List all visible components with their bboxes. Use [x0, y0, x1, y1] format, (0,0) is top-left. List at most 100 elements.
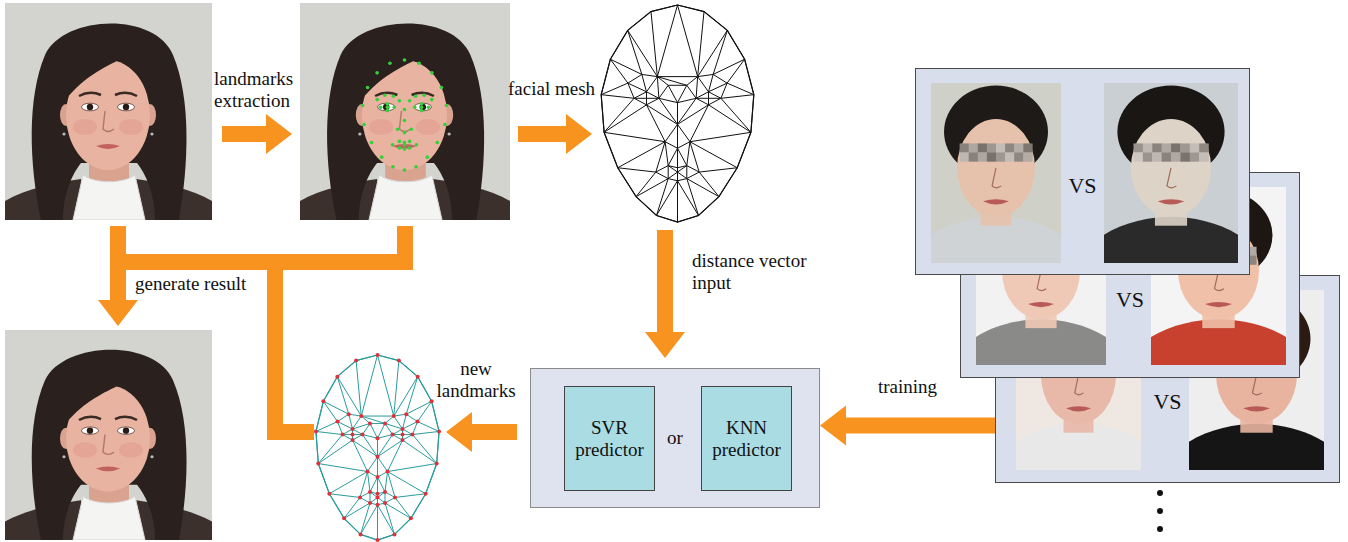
- eye: [82, 427, 99, 434]
- mosaic-cell: [1266, 350, 1276, 359]
- mosaic-cell: [1068, 247, 1077, 256]
- landmark-dot: [391, 433, 395, 437]
- mosaic-cell: [1023, 256, 1032, 265]
- predictor-box: KNN predictor: [701, 386, 792, 491]
- mosaic-cell: [969, 152, 978, 161]
- landmark-dot: [376, 436, 380, 440]
- hair: [327, 23, 484, 220]
- eye: [118, 427, 135, 434]
- landmark-dot: [361, 433, 365, 437]
- predictor-label: SVR predictor: [569, 417, 650, 461]
- mosaic-cell: [996, 143, 1005, 152]
- landmark-dot: [392, 414, 396, 418]
- photo-background: [5, 3, 212, 220]
- predictor-panel: orSVR predictorKNN predictor: [530, 368, 820, 508]
- landmark-dot: [383, 421, 387, 425]
- mosaic-cell: [1059, 247, 1068, 256]
- mosaic-cell: [1133, 143, 1143, 152]
- mosaic-cell: [987, 143, 996, 152]
- mosaic-cell: [1087, 359, 1096, 368]
- landmark-dot: [391, 143, 395, 147]
- mosaic-cell: [1238, 350, 1248, 359]
- mosaic-cell: [1181, 256, 1191, 265]
- mosaic-cell: [1209, 247, 1219, 256]
- mosaic-cell: [1285, 350, 1295, 359]
- mosaic-cell: [1200, 247, 1210, 256]
- mosaic-cell: [1014, 143, 1023, 152]
- landmark-dot: [316, 462, 320, 466]
- landmark-dot: [414, 95, 418, 99]
- landmark-dot: [398, 140, 402, 144]
- step-label: facial mesh: [508, 78, 608, 100]
- mosaic-cell: [1061, 350, 1070, 359]
- mosaic-cell: [1247, 359, 1257, 368]
- mosaic-cell: [1228, 256, 1238, 265]
- flow-arrow-head: [446, 412, 472, 452]
- landmark-dot: [420, 109, 424, 113]
- predictor-box: SVR predictor: [564, 386, 655, 491]
- mouth: [983, 199, 1009, 204]
- landmark-dot: [383, 501, 387, 505]
- nose: [1214, 271, 1223, 291]
- step-label: landmarks extraction: [214, 68, 304, 112]
- mosaic-cell: [1209, 256, 1219, 265]
- landmark-dot: [321, 399, 325, 403]
- label-slot: landmarks extraction: [214, 68, 304, 112]
- mouth: [1028, 302, 1054, 307]
- mosaic-cell: [1023, 152, 1032, 161]
- mosaic-cell: [1143, 152, 1153, 161]
- label-slot: facial mesh: [508, 78, 608, 100]
- mouth: [1158, 199, 1185, 204]
- landmark-dot: [379, 106, 383, 110]
- landmark-dot: [383, 490, 387, 494]
- mosaic-cell: [1023, 143, 1032, 152]
- fringe: [358, 33, 453, 105]
- iris: [87, 428, 93, 434]
- eyebrow: [115, 93, 137, 96]
- mosaic-cell: [1180, 152, 1190, 161]
- nose: [103, 111, 114, 132]
- mosaic-cell: [1162, 152, 1172, 161]
- photo-background: [5, 330, 212, 540]
- landmark-dot: [375, 98, 379, 102]
- continuation-dot: [1157, 526, 1163, 532]
- mosaic-cell: [1171, 152, 1181, 161]
- turtleneck: [73, 175, 145, 220]
- mosaic-cell: [1219, 350, 1229, 359]
- mosaic-cell: [1285, 359, 1295, 368]
- mosaic-cell: [1050, 256, 1059, 265]
- earring: [150, 455, 153, 458]
- mosaic-cell: [1133, 152, 1143, 161]
- portrait-photo: [5, 330, 212, 540]
- landmark-dot: [430, 71, 434, 75]
- connector-head: [820, 406, 846, 446]
- mosaic-cell: [1052, 350, 1061, 359]
- versus-text: VS: [1116, 287, 1144, 312]
- mosaic-cell: [1041, 247, 1050, 256]
- flow-bar-shaft: [110, 254, 413, 270]
- landmark-dot: [403, 58, 407, 62]
- landmark-dot: [403, 143, 407, 147]
- landmark-dot: [366, 470, 370, 474]
- mosaic-cell: [1079, 350, 1088, 359]
- mosaic-cell: [1257, 359, 1267, 368]
- landmark-dot: [376, 455, 380, 459]
- landmark-dot: [408, 140, 412, 144]
- landmark-dot: [420, 102, 424, 106]
- landmark-dot: [354, 359, 358, 363]
- landmark-dot: [440, 86, 444, 90]
- photo-background: [1016, 290, 1141, 470]
- landmark-dot: [445, 104, 449, 108]
- mosaic-cell: [1068, 256, 1077, 265]
- hair: [1203, 293, 1311, 386]
- mosaic-cell: [1247, 256, 1257, 265]
- landmark-dot: [408, 99, 412, 103]
- mosaic-cell: [1219, 247, 1229, 256]
- landmark-dot: [335, 375, 339, 379]
- landmark-dot: [411, 433, 415, 437]
- earring: [150, 132, 153, 135]
- mosaic-cell: [1032, 256, 1041, 265]
- label-slot: distance vector input: [692, 250, 840, 294]
- mosaic-cell: [1044, 350, 1053, 359]
